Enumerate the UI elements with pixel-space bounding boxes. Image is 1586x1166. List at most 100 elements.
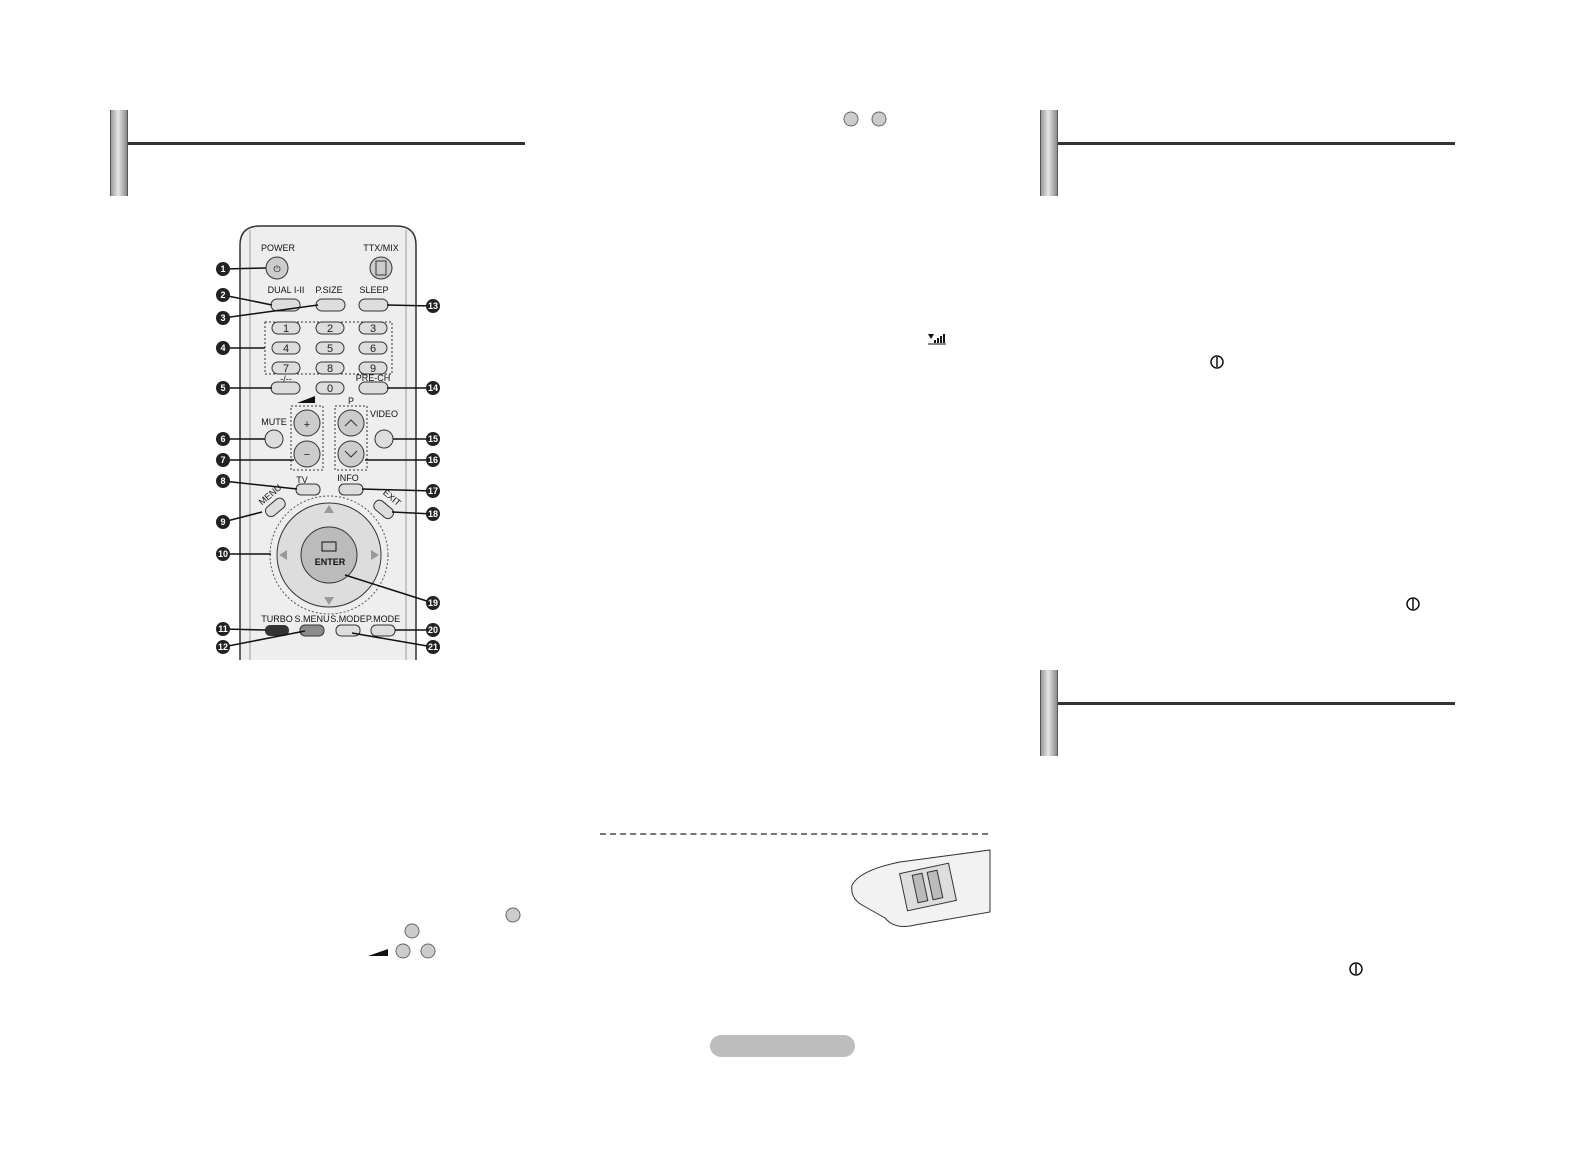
channel-down-button[interactable]	[337, 440, 365, 468]
volume-up-button[interactable]	[293, 409, 321, 437]
prech-label: PRE-CH	[356, 373, 391, 383]
chevron-up-icon	[344, 419, 358, 427]
channel-up-button[interactable]	[337, 409, 365, 437]
dual-label: DUAL I-II	[268, 285, 305, 295]
header-bar	[1040, 670, 1058, 756]
callout-line	[344, 574, 434, 604]
info-button[interactable]	[338, 483, 364, 496]
header-rule	[128, 142, 525, 145]
volume-icon	[368, 949, 388, 956]
battery-cover-illustration	[851, 849, 991, 927]
channel-down-icon	[871, 111, 887, 127]
callout-number: 16	[428, 455, 438, 465]
section-header-right-top	[1040, 110, 1455, 196]
ttx-mix-button[interactable]	[369, 256, 393, 280]
plus-icon	[395, 943, 411, 959]
arrow-up-icon[interactable]	[324, 505, 334, 513]
header-bar	[110, 110, 128, 196]
callout-line	[222, 267, 267, 270]
callout-number: 5	[220, 383, 225, 393]
callout-number: 3	[220, 313, 225, 323]
callout-line	[222, 630, 306, 648]
signal-icon	[928, 334, 946, 345]
teletext-icon	[375, 260, 387, 276]
callout-number: 15	[428, 434, 438, 444]
sleep-button[interactable]	[358, 298, 389, 312]
digit-button[interactable]	[358, 341, 388, 355]
header-bar	[1040, 110, 1058, 196]
arrow-left-icon[interactable]	[279, 550, 287, 560]
callout-marker	[426, 432, 440, 446]
power-label: POWER	[261, 243, 296, 253]
chevron-down-icon	[344, 450, 358, 458]
digit-button[interactable]	[315, 381, 345, 395]
turbo-button[interactable]	[265, 625, 289, 636]
callout-marker	[216, 547, 230, 561]
info-label: INFO	[337, 473, 359, 483]
digit-label: 1	[283, 323, 289, 335]
callout-line	[222, 294, 273, 306]
callout-marker	[216, 341, 230, 355]
header-rule	[1058, 702, 1455, 705]
mute-button[interactable]	[264, 429, 284, 449]
callout-number: 7	[220, 455, 225, 465]
power-button-icon	[505, 907, 521, 923]
callout-marker	[426, 640, 440, 654]
callout-marker	[426, 381, 440, 395]
dash-button[interactable]	[270, 381, 301, 395]
section-header-remote	[110, 110, 525, 196]
callout-number: 18	[428, 509, 438, 519]
mute-label: MUTE	[261, 417, 287, 427]
callout-marker	[216, 262, 230, 276]
digit-button[interactable]	[315, 321, 345, 335]
callout-marker	[216, 474, 230, 488]
callout-number: 9	[220, 517, 225, 527]
power-icon	[1406, 597, 1420, 611]
exit-button[interactable]	[372, 498, 396, 521]
callout-marker	[216, 640, 230, 654]
turbo-label: TURBO	[261, 614, 293, 624]
plus-icon: +	[304, 419, 310, 431]
tv-label: TV	[296, 475, 308, 485]
digit-button[interactable]	[358, 321, 388, 335]
page-number-pill	[710, 1035, 855, 1057]
digit-label: 8	[327, 363, 333, 375]
smenu-button[interactable]	[299, 624, 325, 637]
digit-button[interactable]	[358, 361, 388, 375]
callout-number: 12	[218, 642, 228, 652]
callout-marker	[426, 623, 440, 637]
callout-number: 6	[220, 434, 225, 444]
callout-number: 2	[220, 290, 225, 300]
digit-label: 9	[370, 363, 376, 375]
tv-button[interactable]	[295, 483, 321, 496]
callout-marker	[426, 299, 440, 313]
digit-button[interactable]	[271, 361, 301, 375]
digit-button[interactable]	[271, 341, 301, 355]
menu-button[interactable]	[263, 496, 287, 519]
digit-label: 4	[283, 343, 289, 355]
callout-number: 1	[220, 264, 225, 274]
pmode-button[interactable]	[370, 624, 396, 637]
volume-down-button[interactable]	[293, 440, 321, 468]
smenu-label: S.MENU	[294, 614, 329, 624]
video-button[interactable]	[374, 429, 394, 449]
video-label: VIDEO	[370, 409, 398, 419]
digit-button[interactable]	[271, 321, 301, 335]
psize-button[interactable]	[315, 298, 346, 312]
digit-label: 3	[370, 323, 376, 335]
arrow-right-icon[interactable]	[371, 550, 379, 560]
digit-button[interactable]	[315, 361, 345, 375]
arrow-down-icon[interactable]	[324, 597, 334, 605]
callout-number: 21	[428, 642, 438, 652]
enter-button[interactable]	[300, 526, 358, 584]
enter-icon	[321, 541, 337, 552]
psize-label: P.SIZE	[315, 285, 342, 295]
callout-marker	[426, 484, 440, 498]
callout-marker	[216, 432, 230, 446]
digit-label: 2	[327, 323, 333, 335]
callout-marker	[426, 596, 440, 610]
prech-button[interactable]	[358, 381, 389, 395]
minus-icon	[420, 943, 436, 959]
callout-marker	[426, 453, 440, 467]
digit-button[interactable]	[315, 341, 345, 355]
